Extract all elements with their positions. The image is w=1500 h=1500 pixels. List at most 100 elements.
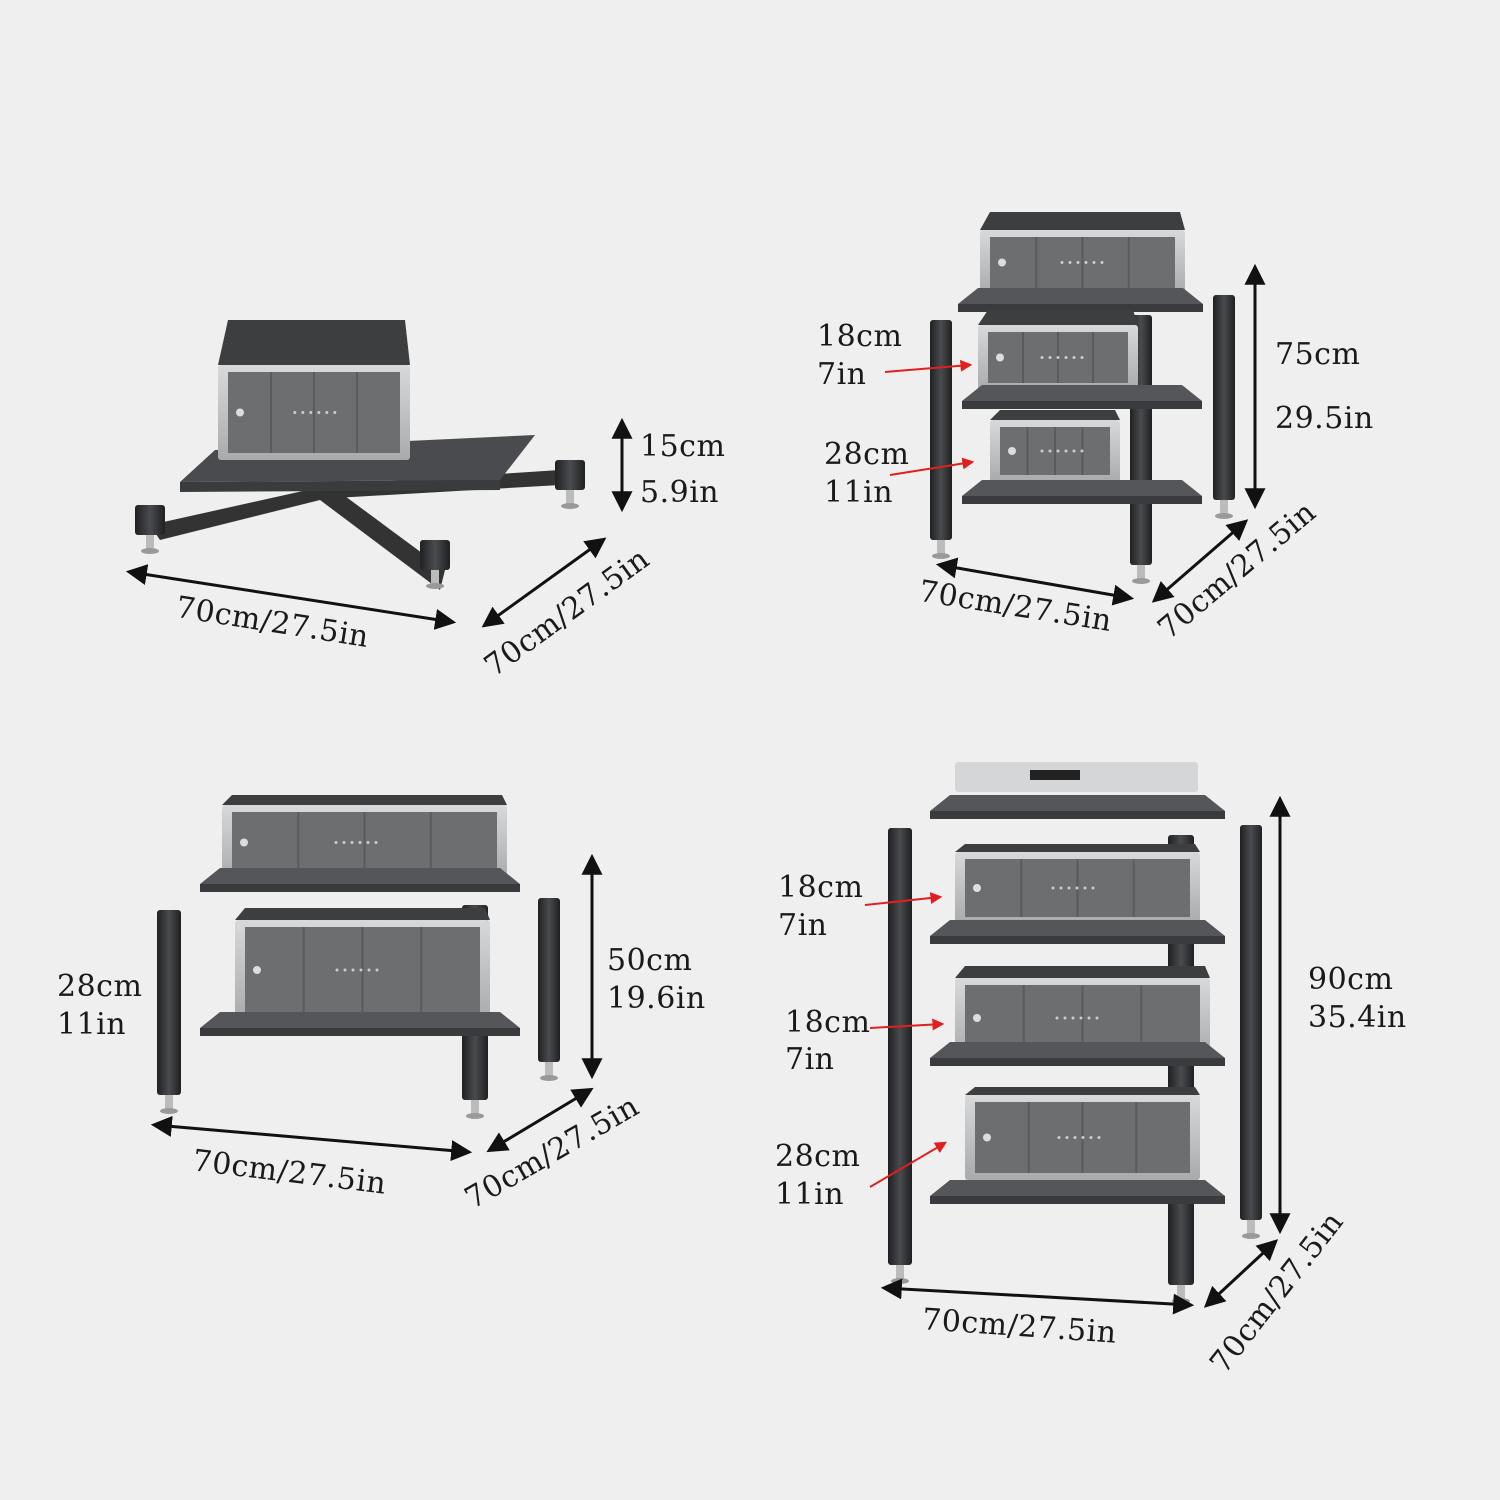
pointer-arrow bbox=[884, 359, 973, 373]
indicator-light bbox=[1067, 886, 1071, 890]
spacing-1-in-label: 7in bbox=[778, 908, 828, 943]
indicator-light bbox=[1064, 449, 1068, 453]
pillar bbox=[555, 460, 585, 490]
indicator-light bbox=[343, 968, 347, 972]
power-button bbox=[1008, 447, 1016, 455]
indicator-light bbox=[1060, 261, 1064, 264]
dimension-arrow bbox=[1151, 519, 1249, 603]
indicator-light bbox=[333, 411, 337, 414]
indicator-light bbox=[1048, 449, 1052, 453]
shelf-edge bbox=[200, 1028, 520, 1036]
indicator-light bbox=[1089, 1136, 1093, 1139]
shelf-top bbox=[930, 1042, 1225, 1058]
foot-pad bbox=[932, 553, 950, 559]
indicator-light bbox=[351, 968, 355, 972]
height-in-label: 35.4in bbox=[1308, 1000, 1407, 1035]
spacing-2-cm-label: 18cm bbox=[785, 1005, 871, 1040]
indicator-light bbox=[366, 841, 370, 844]
shelf-edge bbox=[930, 1058, 1225, 1066]
dimension-arrow bbox=[481, 537, 607, 628]
power-button bbox=[983, 1133, 991, 1142]
indicator-light bbox=[1080, 449, 1084, 453]
spike-foot bbox=[1177, 1285, 1185, 1299]
power-button bbox=[998, 258, 1006, 267]
height-in-label: 19.6in bbox=[607, 981, 706, 1016]
heatsink-top bbox=[955, 966, 1210, 978]
dimension-arrow bbox=[880, 1278, 1195, 1315]
indicator-light bbox=[1057, 1136, 1061, 1139]
dimension-arrow bbox=[125, 564, 457, 630]
shelf-top bbox=[930, 795, 1225, 811]
power-button bbox=[240, 838, 248, 847]
pillar bbox=[1213, 295, 1235, 500]
foot-pad bbox=[466, 1113, 484, 1119]
shelf-top bbox=[930, 920, 1225, 936]
heatsink-top bbox=[978, 310, 1138, 325]
heatsink-top bbox=[965, 1087, 1200, 1095]
indicator-light bbox=[375, 968, 379, 972]
shelf-edge bbox=[962, 401, 1202, 409]
indicator-light bbox=[1059, 886, 1063, 890]
indicator-light bbox=[342, 841, 346, 844]
shelf-top bbox=[930, 1180, 1225, 1196]
shelf-top bbox=[200, 868, 520, 884]
indicator-light bbox=[1040, 449, 1044, 453]
shelf-edge bbox=[958, 304, 1203, 312]
heatsink-top bbox=[990, 410, 1120, 420]
spacing-bottom-cm-label: 28cm bbox=[824, 437, 910, 472]
foot-pad bbox=[160, 1108, 178, 1114]
pointer-arrow bbox=[889, 457, 975, 476]
indicator-light bbox=[1055, 1016, 1059, 1020]
spacing-3-in-label: 11in bbox=[775, 1177, 845, 1212]
indicator-light bbox=[1087, 1016, 1091, 1020]
shelf-top bbox=[962, 385, 1202, 401]
pointer-arrow bbox=[869, 1018, 945, 1031]
indicator-light bbox=[301, 411, 305, 414]
indicator-light bbox=[367, 968, 371, 972]
indicator-light bbox=[1063, 1016, 1067, 1020]
height-cm-label: 75cm bbox=[1275, 337, 1361, 372]
height-cm-label: 50cm bbox=[607, 943, 693, 978]
indicator-light bbox=[1091, 886, 1095, 890]
indicator-light bbox=[1095, 1016, 1099, 1020]
dimension-arrow bbox=[1203, 1239, 1279, 1308]
spike-foot bbox=[896, 1265, 904, 1279]
shelf-edge bbox=[930, 811, 1225, 819]
indicator-light bbox=[1100, 261, 1104, 264]
spacing-top-in-label: 7in bbox=[817, 357, 867, 392]
power-button bbox=[236, 408, 244, 417]
pointer-arrow bbox=[869, 1141, 948, 1188]
panel-three-tier-rack bbox=[884, 212, 1266, 606]
indicator-light bbox=[1097, 1136, 1101, 1139]
indicator-light bbox=[1083, 886, 1087, 890]
power-button bbox=[253, 966, 261, 974]
spacing-2-in-label: 7in bbox=[785, 1042, 835, 1077]
spacing-3-cm-label: 28cm bbox=[775, 1139, 861, 1174]
spike-foot bbox=[471, 1100, 479, 1114]
indicator-light bbox=[1071, 1016, 1075, 1020]
spacing-cm-label: 28cm bbox=[57, 969, 143, 1004]
spike-foot bbox=[566, 490, 574, 504]
indicator-light bbox=[1040, 356, 1044, 359]
indicator-light bbox=[1075, 886, 1079, 890]
pillar bbox=[1240, 825, 1262, 1220]
indicator-light bbox=[1068, 261, 1072, 264]
heatsink-top bbox=[218, 320, 410, 365]
foot-pad bbox=[891, 1278, 909, 1284]
indicator-light bbox=[1056, 356, 1060, 359]
spike-foot bbox=[1220, 500, 1228, 514]
indicator-light bbox=[1056, 449, 1060, 453]
foot-pad bbox=[1215, 513, 1233, 519]
pillar bbox=[538, 898, 560, 1062]
height-cm-label: 90cm bbox=[1308, 962, 1394, 997]
indicator-light bbox=[335, 968, 339, 972]
spike-foot bbox=[431, 570, 439, 584]
dimension-arrow bbox=[150, 1115, 473, 1162]
indicator-light bbox=[317, 411, 321, 414]
foot-pad bbox=[540, 1075, 558, 1081]
foot-pad bbox=[1242, 1233, 1260, 1239]
spike-foot bbox=[937, 540, 945, 554]
base-frame bbox=[150, 485, 445, 590]
foot-pad bbox=[141, 548, 159, 554]
spike-foot bbox=[165, 1095, 173, 1109]
